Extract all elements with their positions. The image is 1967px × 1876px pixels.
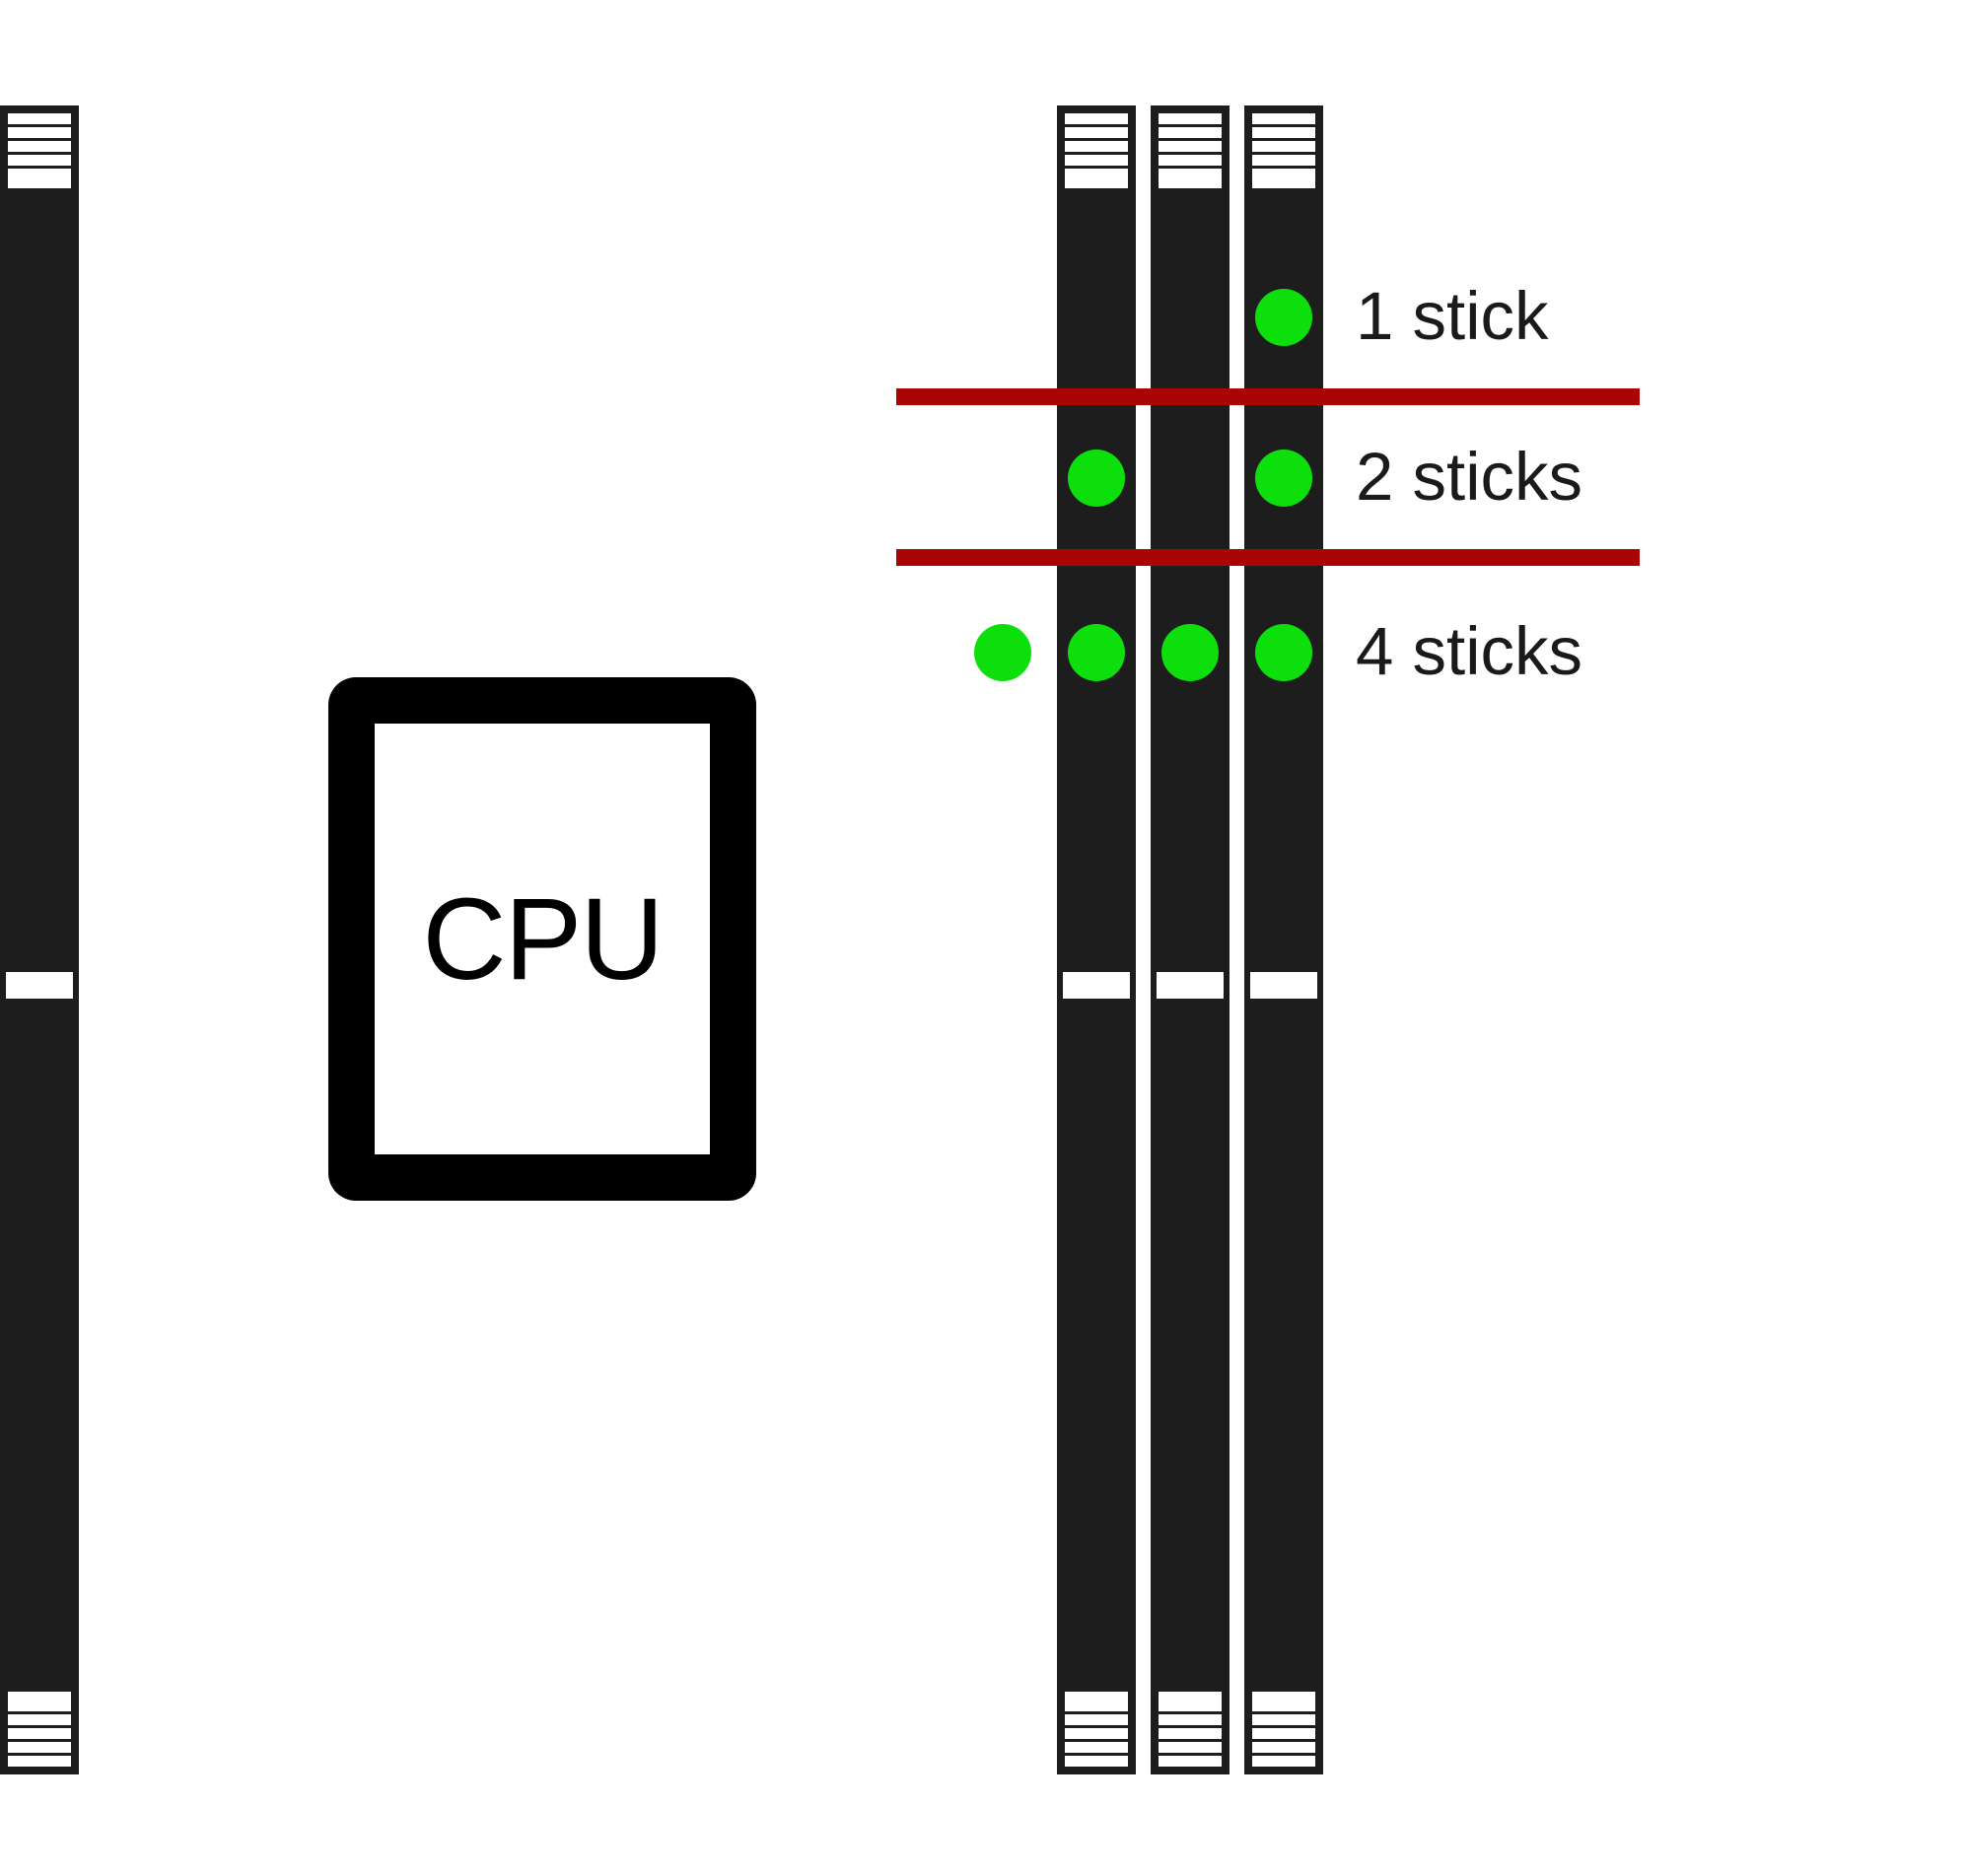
populated-slot-dot — [1255, 450, 1312, 507]
dimm-slot-2 — [1151, 105, 1229, 1774]
slot-key-notch — [1250, 972, 1317, 999]
row-divider-2 — [896, 549, 1640, 566]
slot-key-notch — [6, 972, 73, 999]
row-label-4-sticks: 4 sticks — [1356, 613, 1583, 690]
populated-slot-dot — [1068, 450, 1125, 507]
cpu-label: CPU — [422, 873, 664, 1005]
populated-slot-dot — [1161, 624, 1219, 681]
slot-bottom-contacts — [1065, 1692, 1128, 1767]
dimm-slot-1 — [1057, 105, 1136, 1774]
populated-slot-dot — [1255, 624, 1312, 681]
row-divider-1 — [896, 388, 1640, 405]
dimm-slot-3 — [1244, 105, 1323, 1774]
dimm-slot-4 — [0, 105, 79, 1774]
slot-top-contacts — [1159, 113, 1222, 188]
row-label-1-stick: 1 stick — [1356, 278, 1549, 355]
slot-top-contacts — [1252, 113, 1315, 188]
populated-slot-dot — [1255, 289, 1312, 346]
populated-slot-dot — [974, 624, 1031, 681]
populated-slot-dot — [1068, 624, 1125, 681]
cpu-box: CPU — [328, 677, 756, 1201]
slot-bottom-contacts — [1252, 1692, 1315, 1767]
slot-top-contacts — [1065, 113, 1128, 188]
slot-key-notch — [1157, 972, 1224, 999]
slot-bottom-contacts — [1159, 1692, 1222, 1767]
row-label-2-sticks: 2 sticks — [1356, 439, 1583, 516]
slot-top-contacts — [8, 113, 71, 188]
slot-bottom-contacts — [8, 1692, 71, 1767]
slot-key-notch — [1063, 972, 1130, 999]
